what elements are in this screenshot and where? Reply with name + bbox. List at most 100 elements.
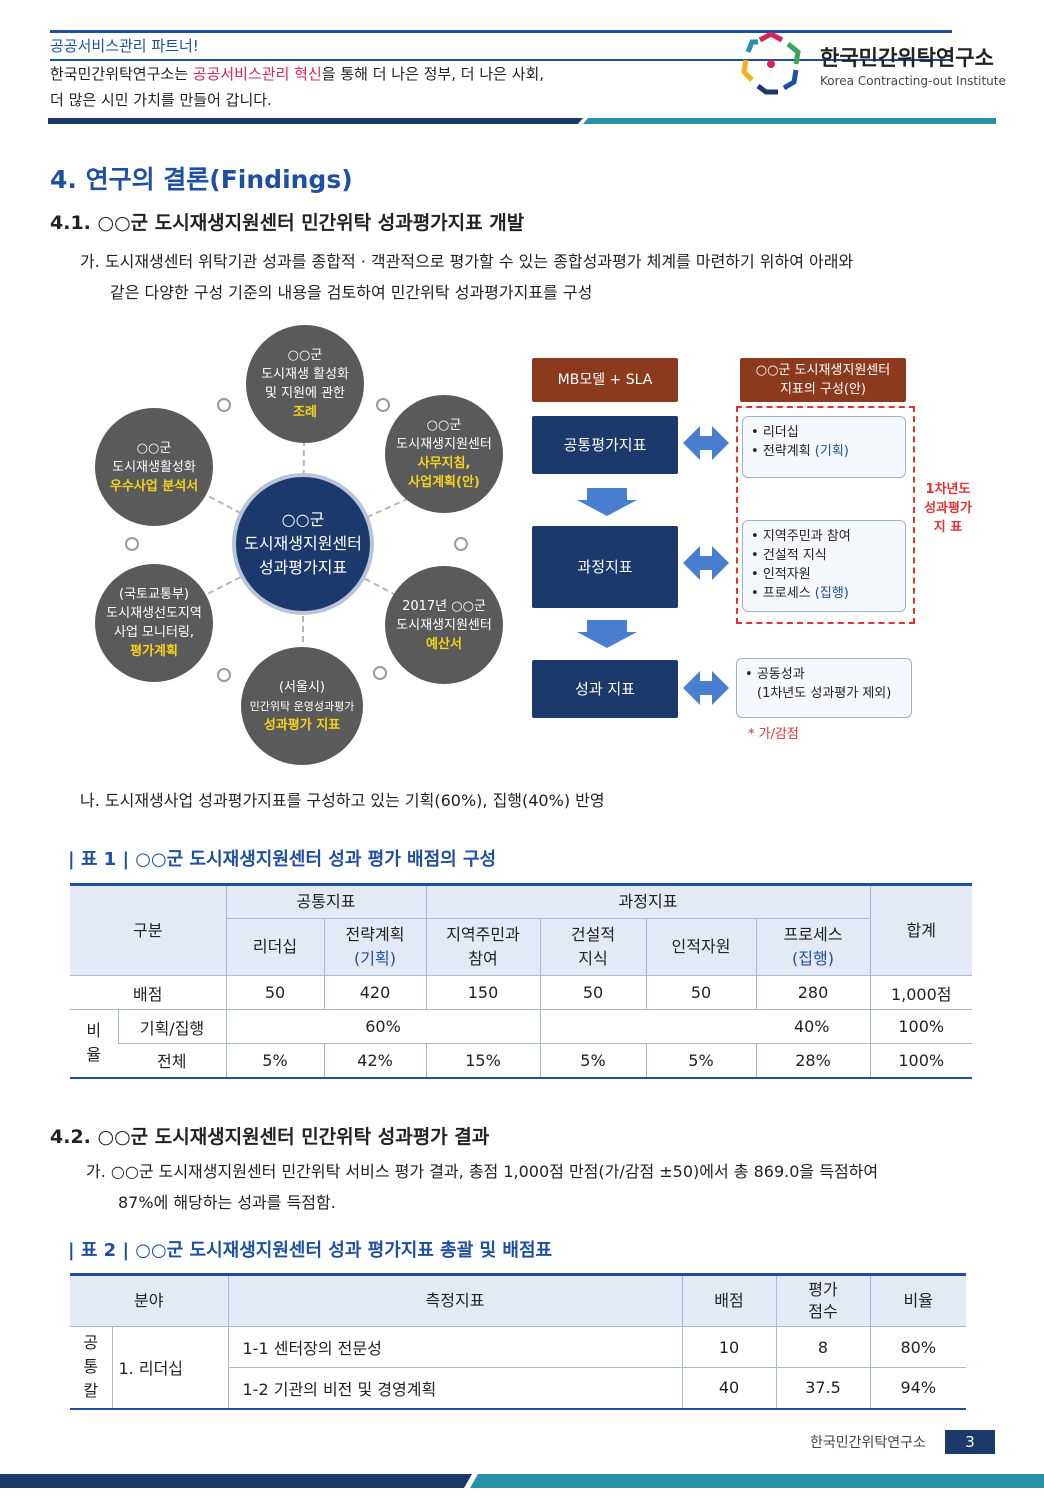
header-cell: 인적자원 — [645, 918, 757, 976]
common-indicator-box: 공통평가지표 — [532, 416, 678, 474]
outcome-indicator-box: 성과 지표 — [532, 660, 678, 718]
header-text: 프로세스 — [783, 925, 843, 944]
institute-logo: 한국민간위탁연구소 Korea Contracting-out Institut… — [738, 32, 1008, 96]
composition-label-line: ○○군 도시재생지원센터 — [755, 363, 891, 378]
circle-text: 민간위탁 운영성과평가 — [249, 699, 355, 713]
table-cell: 28% — [755, 1043, 870, 1078]
down-arrow-icon — [577, 488, 637, 516]
double-arrow-icon — [683, 546, 729, 580]
ratio-label: 비 — [86, 1021, 102, 1041]
source-circle-bestpractice: ○○군 도시재생활성화 우수사업 분석서 — [95, 408, 213, 526]
header-text: 평가 — [808, 1280, 838, 1299]
source-circle-ordinance: ○○군 도시재생 활성화 및 지원에 관한 조례 — [246, 325, 364, 443]
paragraph-line: 87%에 해당하는 성과를 득점함. — [118, 1193, 336, 1212]
center-text: 도시재생지원센터 — [244, 534, 362, 553]
list-item: • 프로세스 (집행) — [751, 586, 849, 601]
table-cell: 40% — [539, 1009, 870, 1044]
item-text: 프로세스 — [762, 586, 815, 601]
circle-highlight: 성과평가 지표 — [263, 717, 341, 733]
table-row: 배점 50 420 150 50 50 280 1,000점 — [70, 975, 972, 1010]
circle-text: 도시재생 활성화 — [261, 367, 349, 382]
item-text: 리더십 — [762, 425, 799, 440]
source-circle-guidelines: ○○군 도시재생지원센터 사무지침, 사업계획(안) — [385, 395, 503, 513]
circle-text: ○○군 — [136, 440, 172, 456]
diagram-dot — [217, 668, 231, 682]
note-line: 성과평가 — [924, 501, 972, 516]
header-cell: 과정지표 — [425, 884, 871, 919]
mb-model-label: MB모델 + SLA — [532, 358, 678, 402]
down-arrow-icon — [577, 620, 637, 648]
header-slogan: 공공서비스관리 파트너! 한국민간위탁연구소는 공공서비스관리 혁신을 통해 더… — [50, 30, 952, 113]
circle-highlight: 예산서 — [426, 636, 462, 652]
slogan-highlight: 공공서비스관리 혁신 — [192, 65, 322, 83]
paragraph-4-1-ga: 가. 도시재생센터 위탁기관 성과를 종합적 · 객관적으로 평가할 수 있는 … — [80, 246, 853, 308]
circle-highlight: 우수사업 분석서 — [109, 478, 199, 494]
header-cell: 리더십 — [225, 918, 325, 976]
slogan-line-1: 공공서비스관리 파트너! — [50, 30, 952, 61]
circle-text: 도시재생선도지역 — [106, 606, 202, 621]
source-circle-budget: 2017년 ○○군 도시재생지원센터 예산서 — [385, 566, 503, 684]
subsection-4-2-title: 4.2. ○○군 도시재생지원센터 민간위탁 성과평가 결과 — [50, 1126, 490, 1148]
circle-text: 도시재생지원센터 — [396, 437, 492, 452]
circle-text: ○○군 — [426, 418, 462, 433]
header-text: 건설적 — [570, 925, 616, 944]
header-cell: 공통지표 — [225, 884, 427, 919]
footer-org: 한국민간위탁연구소 — [810, 1435, 926, 1451]
table-cell: 37.5 — [775, 1367, 870, 1409]
item-text: (1차년도 성과평가 제외) — [757, 686, 892, 701]
composition-label-line: 지표의 구성(안) — [779, 382, 867, 397]
table-row: 공 통 칼 1. 리더십 1-1 센터장의 전문성 10 8 80% — [70, 1326, 966, 1409]
double-arrow-icon — [683, 426, 729, 460]
table-cell: 8 — [775, 1326, 870, 1368]
logo-name-english: Korea Contracting-out Institute — [820, 74, 1006, 88]
page-number: 3 — [945, 1430, 995, 1454]
table-cell: 50 — [645, 975, 756, 1010]
ratio-label: 율 — [86, 1045, 102, 1065]
header-text: 지식 — [578, 949, 608, 968]
table-cell: 50 — [539, 975, 646, 1010]
item-text: 전략계획 — [762, 444, 815, 459]
header-text: (집행) — [792, 949, 834, 968]
list-item: • 전략계획 (기획) — [751, 444, 849, 459]
process-indicator-box: 과정지표 — [532, 526, 678, 608]
table-row: 전체 5% 42% 15% 5% 5% 28% 100% — [70, 1043, 972, 1078]
circle-text: 사업 모니터링, — [113, 625, 195, 640]
table-1-caption: | 표 1 | ○○군 도시재생지원센터 성과 평가 배점의 구성 — [68, 849, 497, 870]
first-year-dashed-group — [736, 406, 915, 624]
item-text: 공동성과 — [756, 667, 805, 682]
logo-mark-icon — [741, 32, 801, 95]
header-cell: 배점 — [681, 1274, 777, 1327]
table-cell: 1-1 센터장의 전문성 — [227, 1326, 682, 1368]
list-item: • 지역주민과 참여 — [751, 529, 851, 544]
table-2-caption: | 표 2 | ○○군 도시재생지원센터 성과 평가지표 총괄 및 배점표 — [68, 1240, 553, 1261]
diagram-dot — [125, 537, 139, 551]
header-text: 점수 — [808, 1302, 838, 1321]
center-text: 성과평가지표 — [258, 558, 348, 577]
table-cell: 전체 — [118, 1043, 226, 1078]
header-text: 전략계획 — [345, 925, 405, 944]
header-cell: 분야 — [70, 1274, 229, 1327]
table-cell: 배점 — [70, 975, 226, 1010]
header-text: 참여 — [468, 949, 498, 968]
header-text: 지역주민과 — [446, 925, 520, 944]
slogan-text: 을 통해 더 나은 정부, 더 나은 사회, — [321, 65, 545, 83]
diagram-dot — [217, 398, 231, 412]
item-tag: (기획) — [814, 444, 849, 459]
table-cell: 15% — [425, 1043, 540, 1078]
table-cell: 5% — [225, 1043, 324, 1078]
indicator-diagram: ○○군 도시재생 활성화 및 지원에 관한 조례 ○○군 도시재생지원센터 사무… — [60, 320, 1000, 780]
paragraph-line: 같은 다양한 구성 기준의 내용을 검토하여 민간위탁 성과평가지표를 구성 — [110, 283, 593, 302]
paragraph-4-2-ga: 가. ○○군 도시재생지원센터 민간위탁 서비스 평가 결과, 총점 1,000… — [86, 1156, 878, 1218]
circle-highlight: 평가계획 — [130, 644, 178, 659]
table-cell: 42% — [323, 1043, 426, 1078]
note-line: 1차년도 — [925, 482, 971, 497]
outcome-items-box: • 공동성과 (1차년도 성과평가 제외) — [736, 658, 912, 718]
item-text: 인적자원 — [762, 567, 811, 582]
slogan-text: 한국민간위탁연구소는 — [50, 65, 193, 83]
table-cell: 기획/집행 — [117, 1009, 226, 1044]
